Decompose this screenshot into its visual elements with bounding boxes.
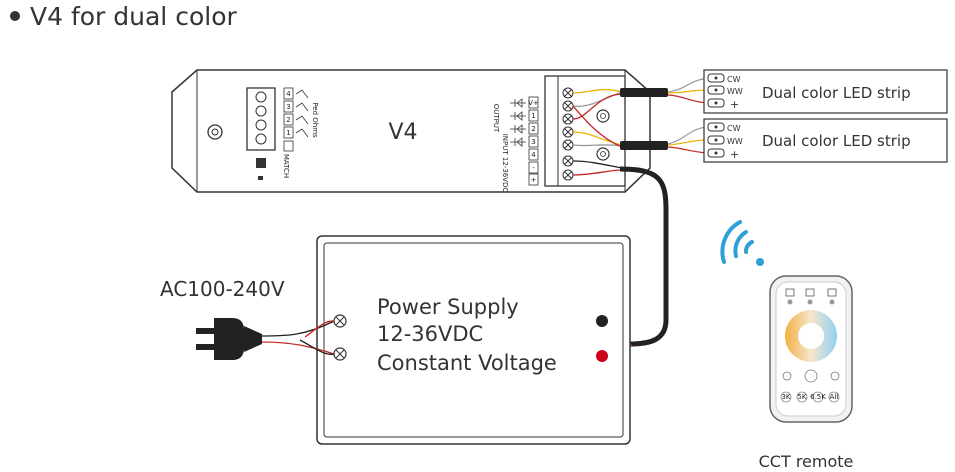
dc-terminal-negative bbox=[596, 315, 608, 327]
title-text: V4 for dual color bbox=[30, 2, 237, 31]
wireless-signal-icon bbox=[720, 220, 754, 264]
remote-label: CCT remote bbox=[759, 452, 854, 471]
terminal-label-vplus: V+ bbox=[528, 99, 539, 107]
dip-number-2: 2 bbox=[286, 116, 290, 124]
terminal-label-minus: - bbox=[532, 164, 535, 172]
strip-cables bbox=[620, 77, 709, 154]
remote-btn-6-5k[interactable] bbox=[812, 391, 824, 403]
controller-box: 4 3 2 1 Ped Ohms MATCH V4 OUTPUT INPUT 1… bbox=[171, 69, 651, 193]
controller-model-label: V4 bbox=[388, 120, 417, 145]
remote-right-button[interactable] bbox=[830, 371, 840, 381]
strip2-label: Dual color LED strip bbox=[762, 132, 911, 150]
remote-power-button[interactable] bbox=[804, 369, 818, 383]
terminal-label-1: 1 bbox=[531, 112, 535, 120]
power-supply-box: Power Supply 12-36VDC Constant Voltage bbox=[316, 235, 631, 445]
page-title: V4 for dual color bbox=[10, 2, 237, 31]
remote-btn-all-label: All bbox=[830, 393, 839, 401]
dip-number-4: 4 bbox=[286, 90, 291, 98]
mount-hole-icon bbox=[207, 124, 223, 140]
dip-number-3: 3 bbox=[286, 103, 290, 111]
remote-left-button[interactable] bbox=[782, 371, 792, 381]
remote-btn-6-5k-label: 6.5K bbox=[810, 393, 826, 401]
remote-btn-3k-label: 3K bbox=[781, 393, 790, 401]
remote-btn-5k-label: 5K bbox=[797, 393, 806, 401]
dip-label: Ped Ohms bbox=[311, 102, 319, 138]
bullet-icon bbox=[10, 11, 20, 21]
strip1-pin-cw: CW bbox=[727, 75, 741, 84]
remote-btn-all[interactable] bbox=[828, 391, 840, 403]
match-button[interactable] bbox=[256, 158, 266, 168]
output-label: OUTPUT bbox=[492, 104, 500, 133]
strip2-pin-ww: WW bbox=[727, 137, 743, 146]
remote-btn-3k[interactable] bbox=[780, 391, 792, 403]
terminal-label-2: 2 bbox=[531, 125, 535, 133]
strip2-pin-cw: CW bbox=[727, 124, 741, 133]
psu-line2: 12-36VDC bbox=[377, 322, 483, 346]
led-strip-1: CW WW + Dual color LED strip bbox=[703, 69, 948, 114]
match-label: MATCH bbox=[282, 154, 290, 178]
strip1-pin-plus: + bbox=[730, 98, 739, 111]
ac-plug-icon bbox=[196, 318, 335, 360]
terminal-label-3: 3 bbox=[531, 138, 535, 146]
dip-number-1: 1 bbox=[286, 129, 290, 137]
ac-voltage-label: AC100-240V bbox=[160, 277, 285, 301]
terminal-label-4: 4 bbox=[531, 151, 536, 159]
dc-terminal-positive bbox=[596, 350, 608, 362]
dc-cable bbox=[619, 166, 669, 347]
strip1-label: Dual color LED strip bbox=[762, 84, 911, 102]
strip1-pin-ww: WW bbox=[727, 87, 743, 96]
dip-switch-block bbox=[246, 87, 276, 151]
psu-line1: Power Supply bbox=[377, 295, 519, 319]
remote-btn-5k[interactable] bbox=[796, 391, 808, 403]
cct-remote: 3K 5K 6.5K All bbox=[769, 275, 853, 423]
strip2-pin-plus: + bbox=[730, 148, 739, 161]
output-wires bbox=[572, 88, 623, 176]
led-strip-2: CW WW + Dual color LED strip bbox=[703, 118, 948, 163]
input-label: INPUT 12-36VDC bbox=[501, 134, 509, 193]
psu-line3: Constant Voltage bbox=[377, 351, 557, 375]
terminal-label-plus: + bbox=[531, 176, 537, 184]
